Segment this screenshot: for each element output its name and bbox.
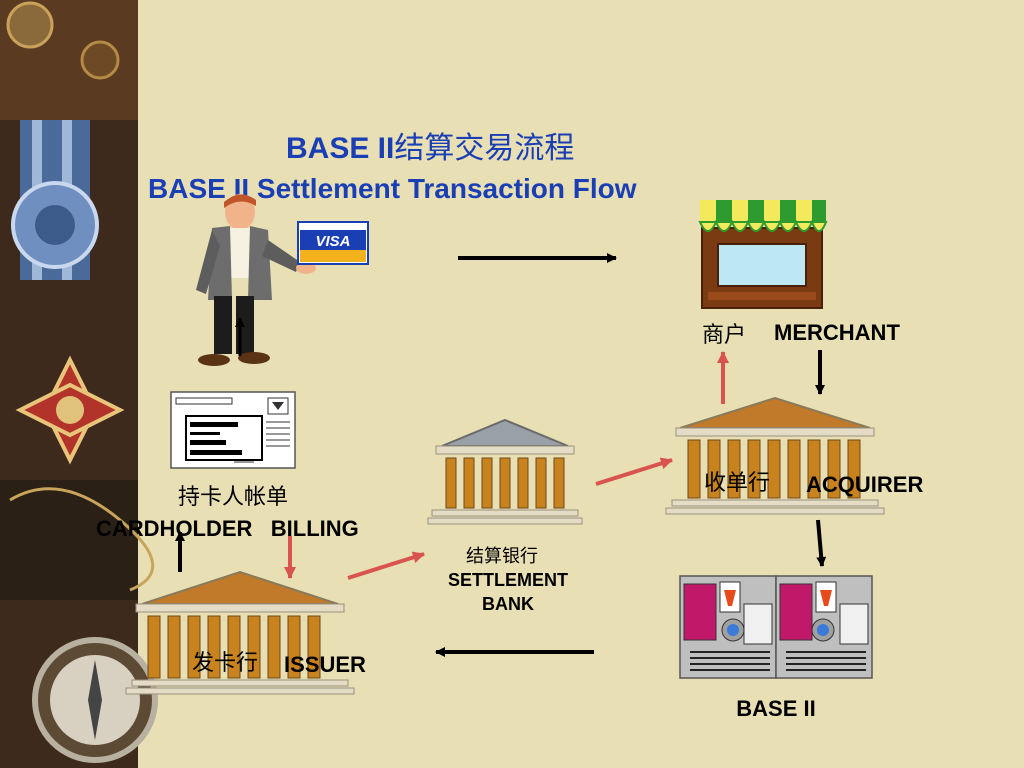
issuer-label-cn: 发卡行 <box>192 651 258 676</box>
person-icon <box>196 194 316 366</box>
acquirer-label-en: ACQUIRER <box>806 472 923 497</box>
statement-document-icon <box>170 391 296 469</box>
base2-mainframe-icon <box>679 575 873 679</box>
merchant-label-en: MERCHANT <box>774 320 900 345</box>
storefront-icon <box>698 200 828 309</box>
acquirer-label-cn: 收单行 <box>704 471 770 496</box>
visa-logo-text: VISA <box>315 233 350 250</box>
issuer-label-en: ISSUER <box>284 652 366 677</box>
base2-label: BASE II <box>736 696 815 721</box>
arrow-acquirer-to-base2 <box>816 519 827 567</box>
title-line2: BASE II Settlement Transaction Flow <box>148 173 637 204</box>
billing-label-cn: 持卡人帐单 <box>178 485 288 510</box>
decorative-collage-strip <box>0 0 158 768</box>
settlement-label-cn: 结算银行 <box>466 546 538 567</box>
settlement-label-en2: BANK <box>482 594 534 614</box>
title-line1: BASE II结算交易流程 <box>286 131 574 166</box>
bank-building-icon-issuer <box>125 570 355 695</box>
visa-card-icon: VISA <box>297 221 369 265</box>
billing-label-en: CARDHOLDER BILLING <box>96 516 359 541</box>
arrow-settlement-to-acquirer <box>595 457 673 486</box>
bank-building-icon-acquirer <box>665 396 885 515</box>
settlement-label-en1: SETTLEMENT <box>448 570 568 590</box>
merchant-label-cn: 商户 <box>702 323 746 348</box>
arrow-issuer-to-settlement <box>347 551 425 580</box>
bank-building-icon-settlement <box>427 418 583 525</box>
